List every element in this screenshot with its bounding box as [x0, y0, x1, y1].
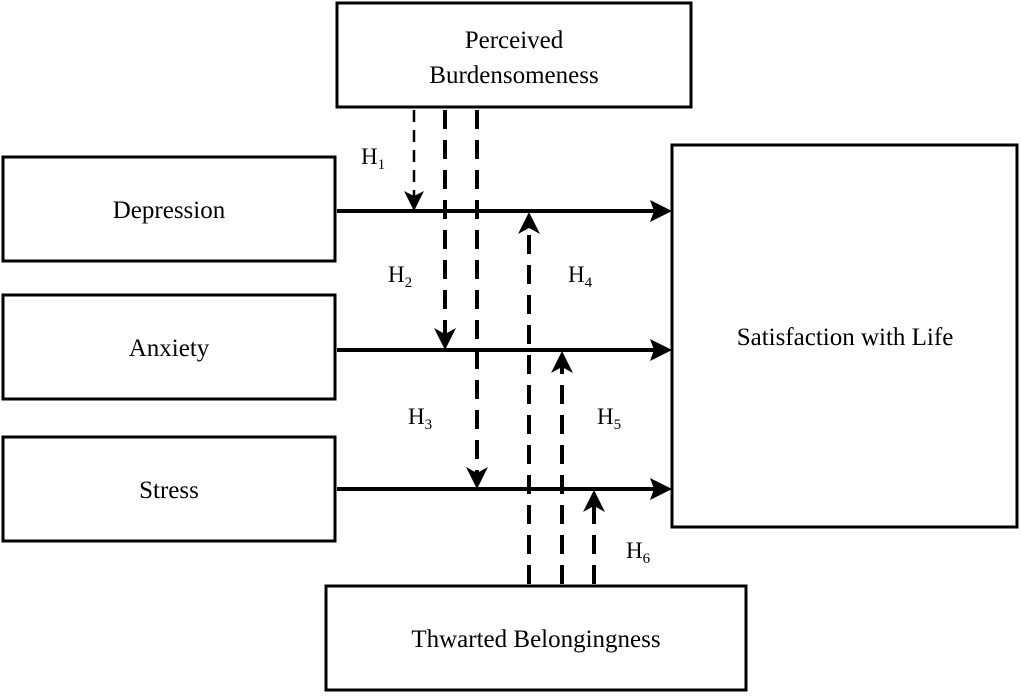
h6-label: H6: [626, 538, 651, 567]
depression-node: Depression: [1, 155, 337, 263]
stress-path-arrowhead: [650, 478, 672, 500]
anxiety-label: Anxiety: [129, 335, 210, 362]
anxiety-node: Anxiety: [1, 293, 337, 401]
h2-arrowhead: [434, 328, 456, 350]
thwarted-belongingness-label: Thwarted Belongingness: [411, 626, 660, 653]
h1-label: H1: [361, 144, 385, 173]
h3-moderation-path: [466, 110, 488, 489]
h3-arrowhead: [466, 467, 488, 489]
depression-path-arrowhead: [650, 200, 672, 222]
h1-arrowhead: [404, 191, 424, 211]
h5-arrowhead: [551, 351, 573, 373]
h5-label: H5: [597, 404, 621, 433]
anxiety-to-satisfaction-path: [337, 339, 672, 361]
stress-node: Stress: [1, 435, 337, 543]
h6-moderation-path: [583, 490, 605, 584]
h4-label: H4: [568, 262, 593, 291]
depression-box: [1, 155, 337, 263]
stress-box: [1, 435, 337, 543]
h2-label: H2: [388, 262, 412, 291]
thwarted-belongingness-box: [324, 584, 748, 692]
perceived-burdensomeness-node: Perceived Burdensomeness: [335, 1, 693, 109]
depression-to-satisfaction-path: [337, 200, 672, 222]
perceived-burdensomeness-box: [335, 1, 693, 109]
h5-moderation-path: [551, 351, 573, 584]
anxiety-box: [1, 293, 337, 401]
satisfaction-with-life-label: Satisfaction with Life: [737, 324, 954, 351]
h4-moderation-path: [518, 212, 540, 584]
h6-arrowhead: [583, 490, 605, 512]
thwarted-belongingness-node: Thwarted Belongingness: [324, 584, 748, 692]
satisfaction-with-life-node: Satisfaction with Life: [670, 143, 1019, 529]
stress-to-satisfaction-path: [337, 478, 672, 500]
stress-label: Stress: [139, 477, 199, 504]
h3-label: H3: [408, 404, 432, 433]
h2-moderation-path: [434, 110, 456, 350]
depression-label: Depression: [113, 197, 226, 224]
perceived-burdensomeness-label-line1: Perceived: [465, 27, 564, 54]
satisfaction-with-life-box: [670, 143, 1019, 529]
h4-arrowhead: [518, 212, 540, 234]
perceived-burdensomeness-label-line2: Burdensomeness: [429, 62, 598, 89]
h1-moderation-path: [404, 110, 424, 211]
anxiety-path-arrowhead: [650, 339, 672, 361]
